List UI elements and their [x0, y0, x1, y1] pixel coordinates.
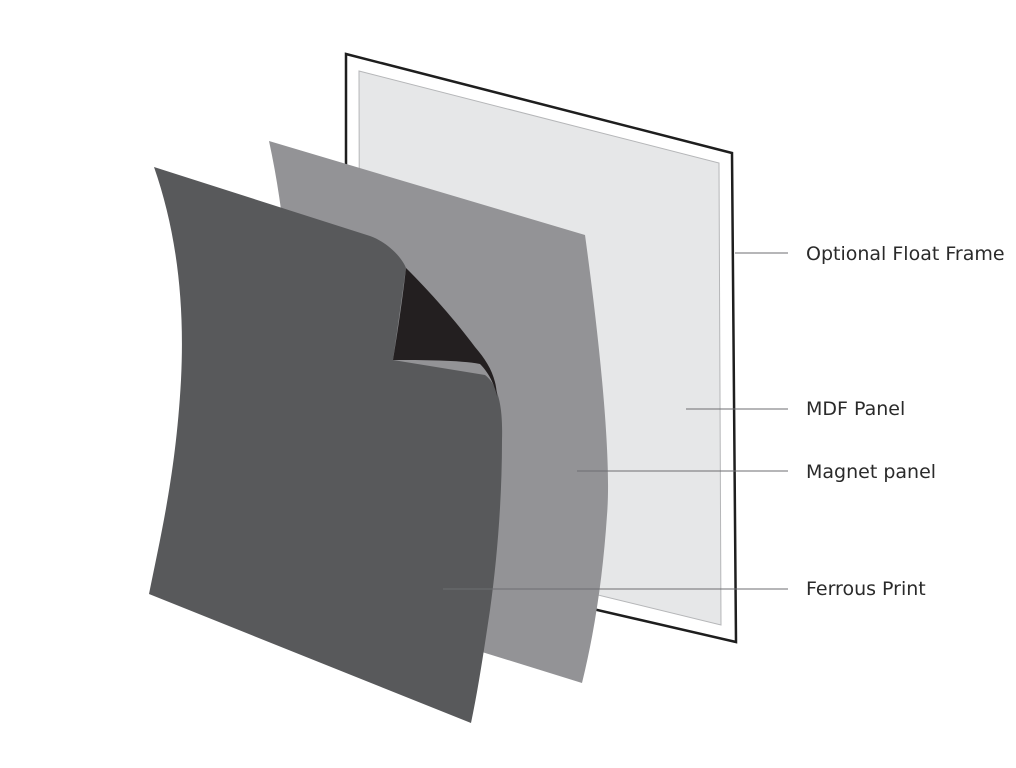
ferrous-print-peeled-corner — [393, 268, 497, 396]
ferrous-print-sheet — [149, 167, 503, 723]
leader-lines — [443, 252, 788, 590]
label-ferrous-print: Ferrous Print — [806, 578, 926, 600]
label-mdf-panel: MDF Panel — [806, 398, 906, 420]
ferrous-print — [149, 167, 503, 723]
label-optional-float-frame: Optional Float Frame — [806, 243, 1005, 265]
label-magnet-panel: Magnet panel — [806, 461, 937, 483]
